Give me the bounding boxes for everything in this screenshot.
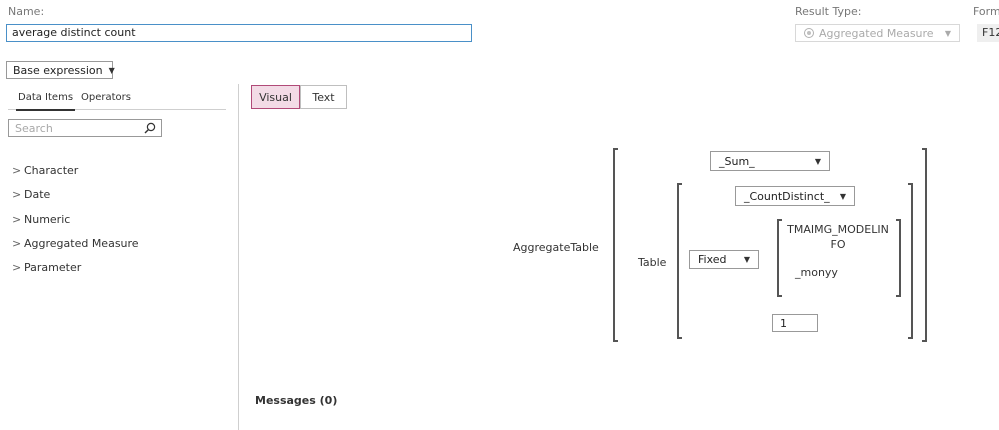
search-input[interactable] xyxy=(15,121,135,135)
table-bracket-left xyxy=(677,183,682,339)
search-box xyxy=(8,119,162,137)
table-label: Table xyxy=(638,256,667,269)
chevron-right-icon: > xyxy=(12,213,22,226)
tree-item-aggregated-measure[interactable]: >Aggregated Measure xyxy=(12,237,139,250)
chevron-down-icon: ▼ xyxy=(743,255,750,264)
tab-data-items[interactable]: Data Items xyxy=(15,92,76,111)
name-label: Name: xyxy=(8,5,45,18)
format-label: Form xyxy=(973,5,999,18)
chevron-right-icon: > xyxy=(12,261,22,274)
data-item-line-2[interactable]: FO xyxy=(830,238,846,251)
result-type-value: Aggregated Measure xyxy=(819,26,934,40)
count-value-input[interactable]: 1 xyxy=(772,314,818,332)
chevron-down-icon: ▼ xyxy=(839,191,846,201)
scope-dropdown[interactable]: Fixed ▼ xyxy=(689,250,759,269)
items-bracket-right xyxy=(896,219,901,297)
left-panel-tabs: Data Items Operators xyxy=(8,88,226,111)
messages-label: Messages (0) xyxy=(255,394,338,407)
chevron-down-icon: ▼ xyxy=(108,65,115,75)
tab-operators[interactable]: Operators xyxy=(81,92,131,103)
chevron-right-icon: > xyxy=(12,164,22,177)
items-bracket-left xyxy=(777,219,782,297)
scope-value: Fixed xyxy=(698,253,727,266)
aggregate-table-label: AggregateTable xyxy=(513,241,599,254)
sum-function-value: _Sum_ xyxy=(719,154,755,168)
result-type-label: Result Type: xyxy=(795,5,862,18)
format-field[interactable]: F12 xyxy=(977,24,999,42)
data-item-var[interactable]: _monyy xyxy=(795,266,838,279)
result-type-dropdown[interactable]: Aggregated Measure ▼ xyxy=(795,24,960,42)
chevron-right-icon: > xyxy=(12,237,22,250)
name-input[interactable]: average distinct count xyxy=(6,24,472,42)
expression-mode-value: Base expression xyxy=(13,63,103,77)
chevron-down-icon: ▼ xyxy=(814,156,821,166)
count-distinct-dropdown[interactable]: _CountDistinct_ ▼ xyxy=(735,186,855,206)
outer-bracket-right xyxy=(922,148,927,342)
tree-item-date[interactable]: >Date xyxy=(12,188,51,201)
data-item-line-1[interactable]: TMAIMG_MODELIN xyxy=(787,223,889,236)
chevron-down-icon: ▼ xyxy=(944,28,951,38)
expression-mode-dropdown[interactable]: Base expression ▼ xyxy=(6,61,115,79)
chevron-right-icon: > xyxy=(12,188,22,201)
visual-toggle-button[interactable]: Visual xyxy=(251,85,300,109)
outer-bracket-left xyxy=(613,148,618,342)
tree-item-character[interactable]: >Character xyxy=(12,164,79,177)
aggregated-measure-icon xyxy=(804,28,814,38)
count-distinct-value: _CountDistinct_ xyxy=(744,189,830,203)
search-icon[interactable] xyxy=(144,122,156,137)
text-toggle-button[interactable]: Text xyxy=(300,85,347,109)
tree-item-numeric[interactable]: >Numeric xyxy=(12,213,71,226)
panel-divider xyxy=(238,84,239,430)
table-bracket-right xyxy=(908,183,913,339)
sum-function-dropdown[interactable]: _Sum_ ▼ xyxy=(710,151,830,171)
tree-item-parameter[interactable]: >Parameter xyxy=(12,261,82,274)
